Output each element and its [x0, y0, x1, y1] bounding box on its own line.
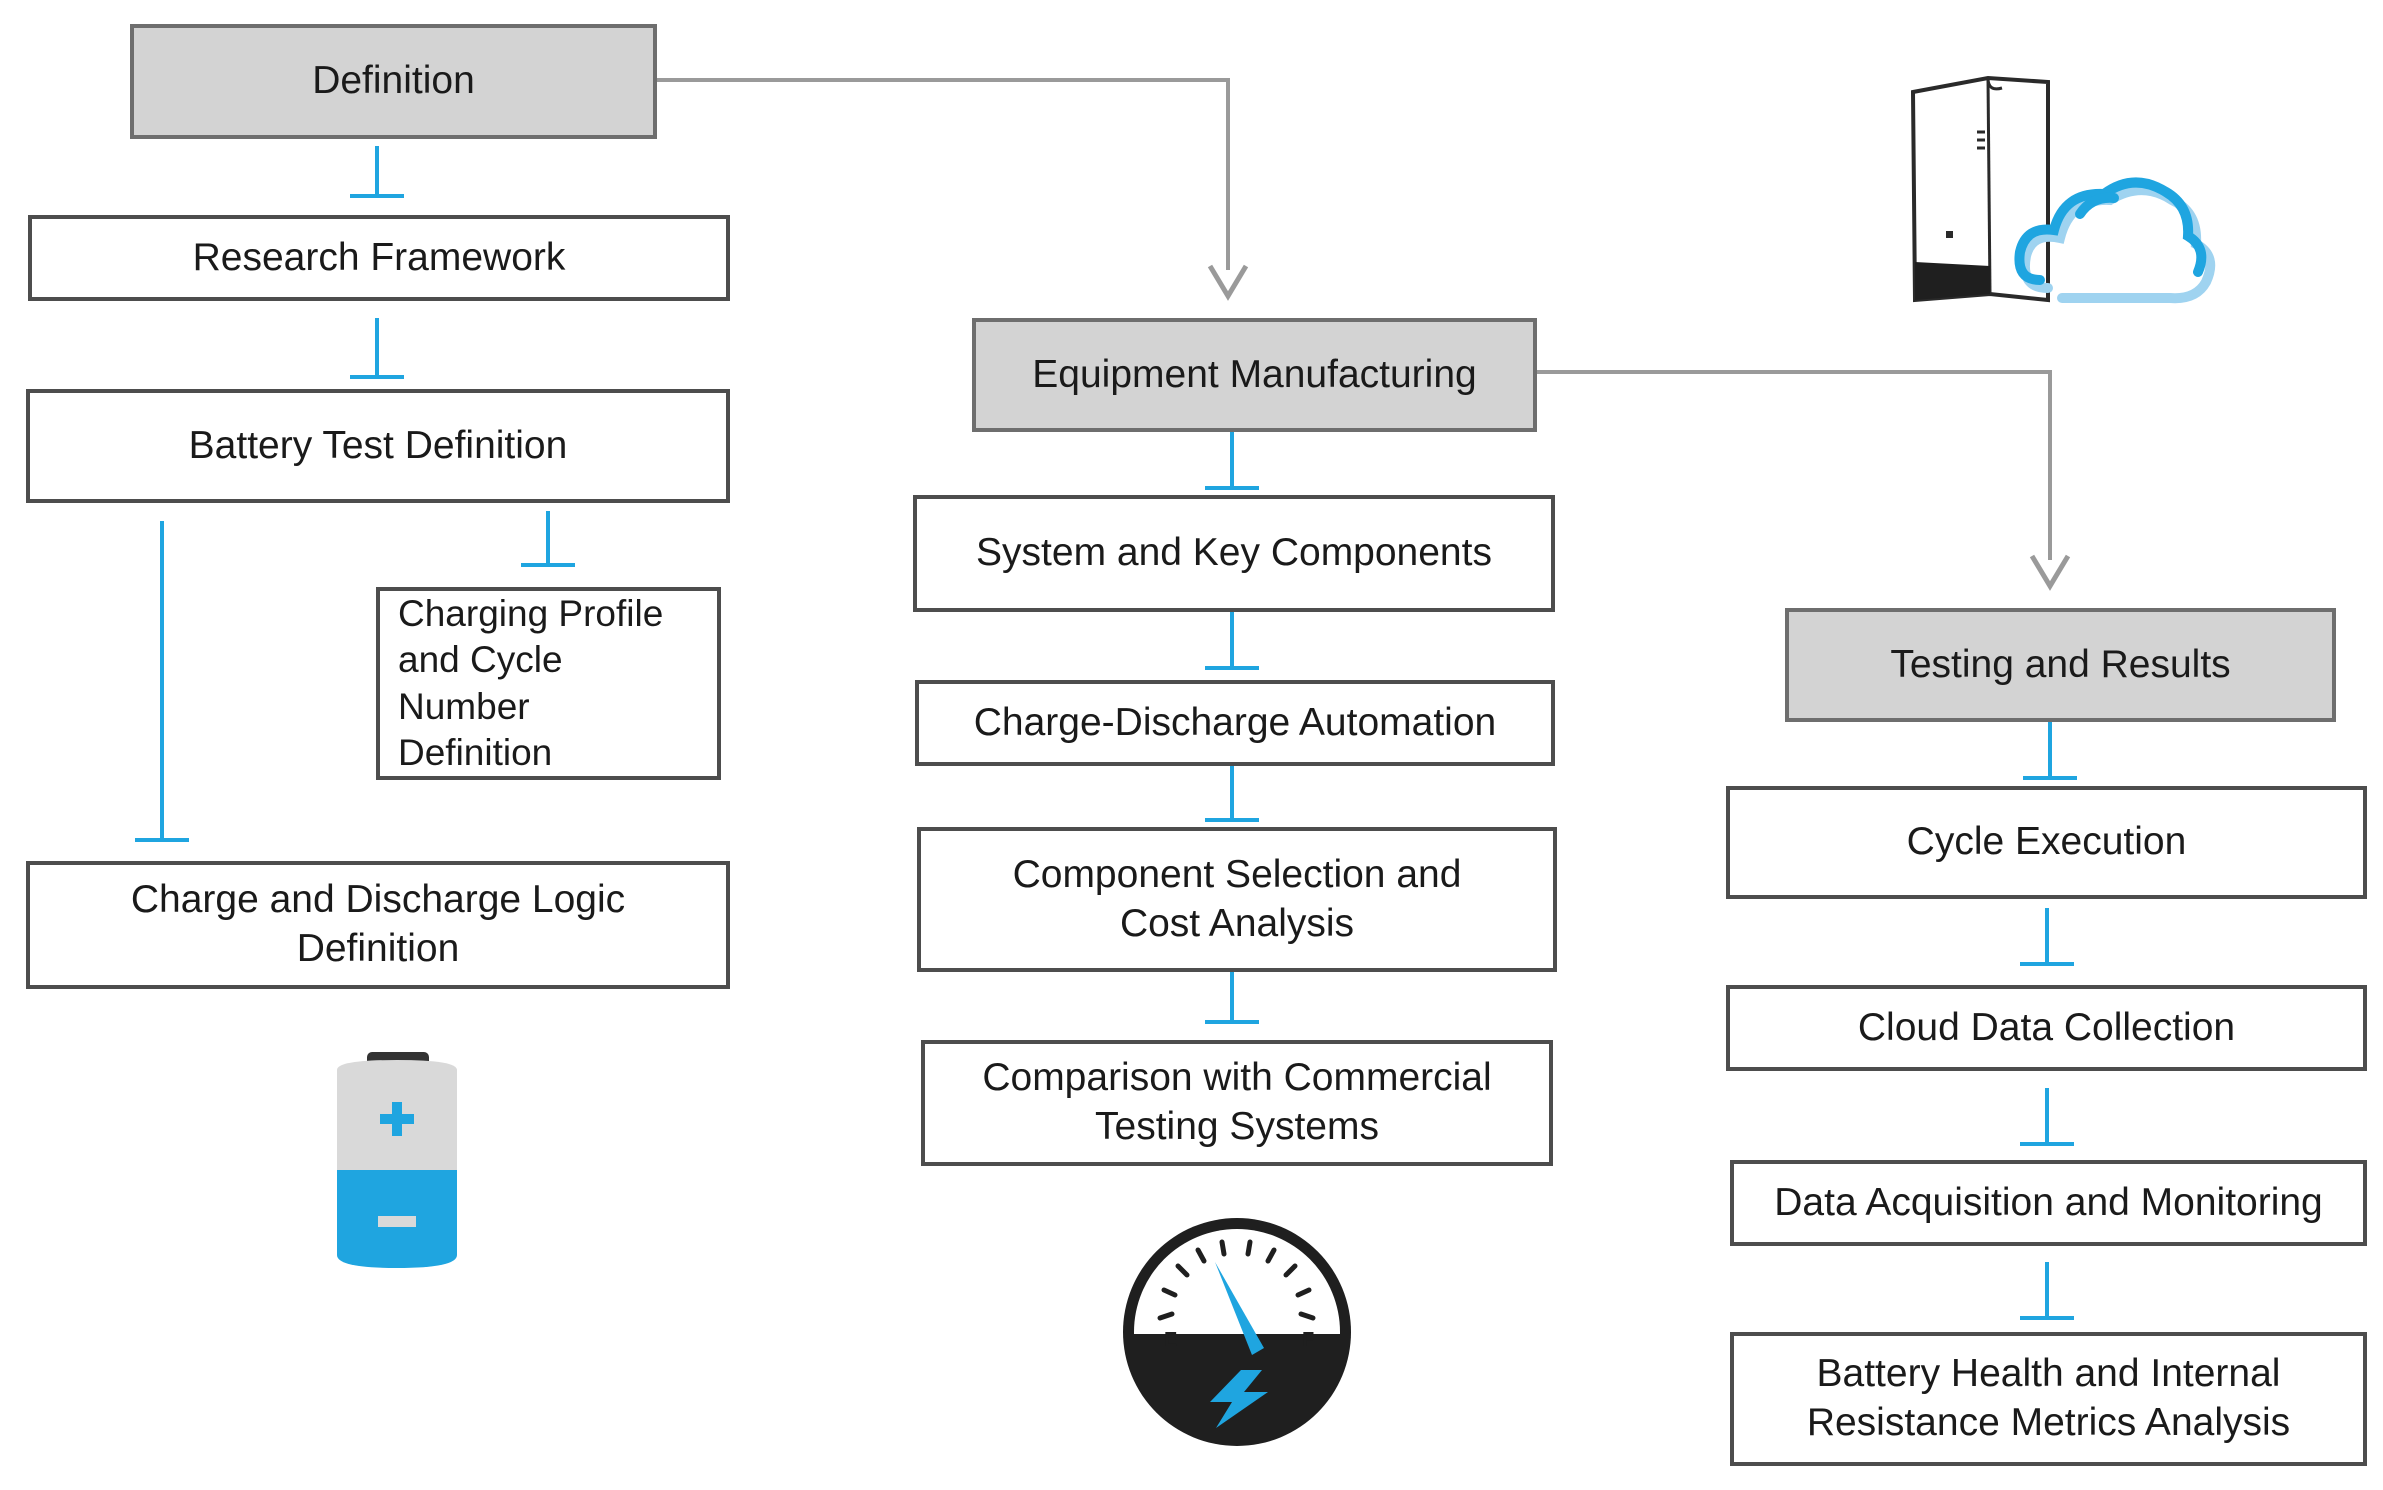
testing-results-header-label: Testing and Results	[1890, 642, 2231, 686]
equipment-manufacturing-header-label: Equipment Manufacturing	[1032, 352, 1477, 396]
battery-health-label: Battery Health and Internal Resistance M…	[1806, 1352, 2291, 1444]
data-acquisition-label: Data Acquisition and Monitoring	[1774, 1180, 2323, 1224]
cloud-data-collection-box: Cloud Data Collection	[1726, 985, 2367, 1071]
charging-profile-label: Charging Profile and Cycle Number Defini…	[398, 593, 664, 773]
testing-arrowhead	[2029, 554, 2071, 591]
component-selection-box: Component Selection and Cost Analysis	[917, 827, 1557, 972]
battery-health-box: Battery Health and Internal Resistance M…	[1730, 1332, 2367, 1466]
testing-results-header: Testing and Results	[1785, 608, 2336, 722]
charge-discharge-logic-label: Charge and Discharge Logic Definition	[130, 878, 626, 970]
commercial-comparison-label: Comparison with Commercial Testing Syste…	[982, 1056, 1492, 1148]
charging-profile-box: Charging Profile and Cycle Number Defini…	[376, 587, 721, 780]
system-components-box: System and Key Components	[913, 495, 1555, 612]
equipment-to-testing-connector	[1530, 370, 2052, 560]
charge-discharge-automation-box: Charge-Discharge Automation	[915, 680, 1555, 766]
data-acquisition-box: Data Acquisition and Monitoring	[1730, 1160, 2367, 1246]
equipment-arrowhead	[1207, 264, 1249, 301]
cycle-execution-label: Cycle Execution	[1906, 820, 2187, 864]
equipment-manufacturing-header: Equipment Manufacturing	[972, 318, 1537, 432]
commercial-comparison-box: Comparison with Commercial Testing Syste…	[921, 1040, 1553, 1166]
research-framework-box: Research Framework	[28, 215, 730, 301]
definition-to-equipment-connector	[655, 78, 1230, 270]
definition-header-label: Definition	[312, 59, 475, 103]
component-selection-label: Component Selection and Cost Analysis	[1012, 852, 1462, 945]
battery-test-definition-box: Battery Test Definition	[26, 389, 730, 503]
system-components-label: System and Key Components	[976, 531, 1492, 575]
charge-discharge-automation-label: Charge-Discharge Automation	[973, 700, 1497, 744]
battery-test-definition-label: Battery Test Definition	[188, 423, 568, 467]
charge-discharge-logic-box: Charge and Discharge Logic Definition	[26, 861, 730, 989]
research-framework-label: Research Framework	[192, 235, 566, 279]
definition-header: Definition	[130, 24, 657, 139]
cycle-execution-box: Cycle Execution	[1726, 786, 2367, 899]
cloud-data-collection-label: Cloud Data Collection	[1857, 1005, 2236, 1049]
